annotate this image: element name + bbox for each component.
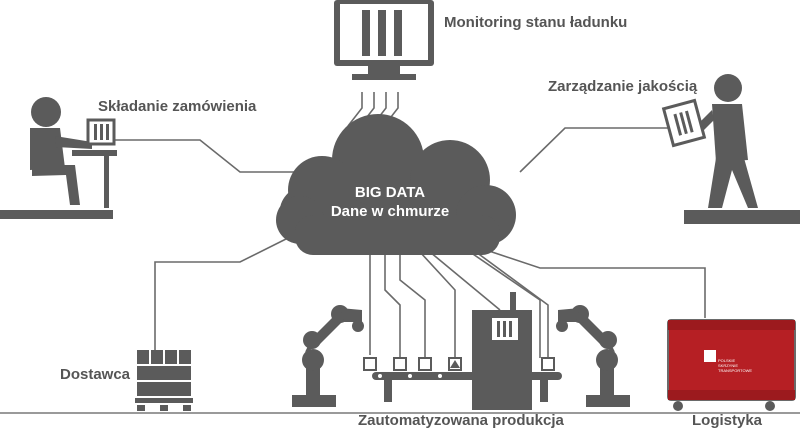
case-logo-line-1: POLSKIE [718,358,736,363]
case-logo-text: POLSKIE SKRZYNIE TRANSPORTOWE [718,358,768,373]
person-at-desk-icon [0,97,117,219]
cloud-icon [276,114,516,255]
ground-line [0,412,800,414]
connector-lines [110,92,706,358]
factory-machine-icon [472,292,532,410]
label-supplier: Dostawca [60,366,131,383]
pallet-boxes-icon [135,350,193,411]
walking-person-icon [661,74,800,224]
transport-case-icon [667,319,796,411]
label-ordering: Składanie zamówienia [98,98,257,115]
label-quality: Zarządzanie jakością [548,78,698,95]
label-production: Zautomatyzowana produkcja [358,412,564,429]
cloud-title: BIG DATA Dane w chmurze [290,183,490,221]
label-monitoring: Monitoring stanu ładunku [444,14,628,31]
cloud-line-2: Dane w chmurze [330,203,450,220]
robot-arm-icon [556,305,630,407]
monitor-icon [334,0,434,80]
robot-arm-icon [292,305,364,407]
label-logistics: Logistyka [692,412,763,429]
case-logo-line-2: SKRZYNIE [718,363,739,368]
conveyor-icon [363,357,562,402]
case-logo-line-3: TRANSPORTOWE [718,368,753,373]
cloud-line-1: BIG DATA [354,184,426,201]
